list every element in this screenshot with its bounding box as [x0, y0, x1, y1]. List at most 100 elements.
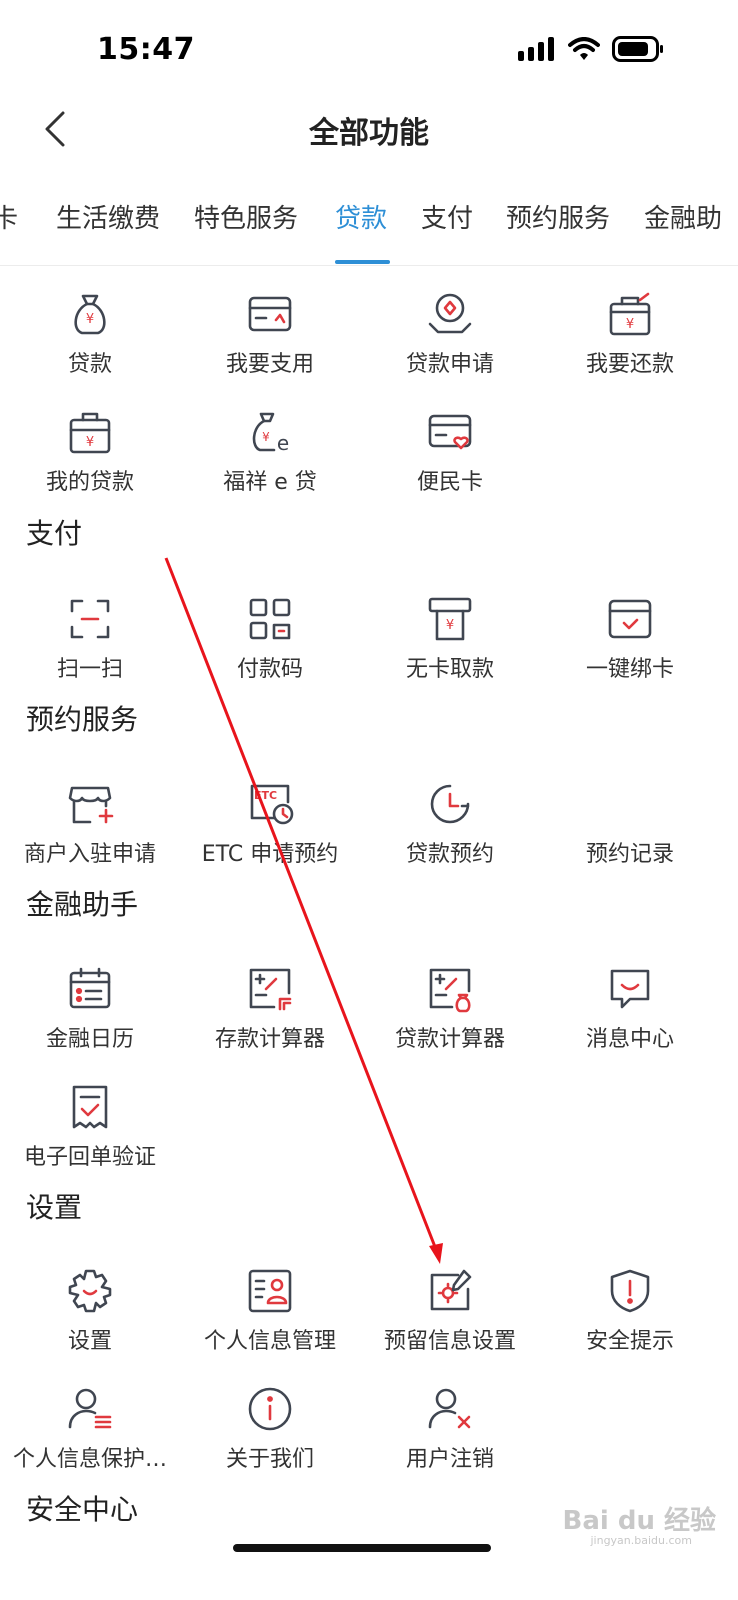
- card-heart-icon: [428, 414, 472, 450]
- item-label: 贷款申请: [405, 352, 494, 377]
- item-personal-info-protection[interactable]: 个人信息保护…: [0, 1385, 180, 1495]
- user-list-icon: [68, 1388, 112, 1429]
- item-cardless-withdrawal[interactable]: ¥ 无卡取款: [360, 595, 540, 705]
- item-message-center[interactable]: 消息中心: [540, 965, 720, 1075]
- item-settings[interactable]: 设置: [0, 1267, 180, 1377]
- item-loan-reservation[interactable]: 贷款预约: [360, 780, 540, 890]
- item-label: 设置: [67, 1329, 112, 1354]
- nav-bar: 全部功能: [0, 96, 738, 162]
- item-label: 关于我们: [225, 1447, 314, 1472]
- user-remove-icon: [428, 1388, 471, 1429]
- item-reserved-info-settings[interactable]: 预留信息设置: [360, 1267, 540, 1377]
- item-my-loans[interactable]: ¥ 我的贷款: [0, 408, 180, 518]
- item-about-us[interactable]: 关于我们: [180, 1385, 360, 1495]
- item-loan[interactable]: ¥ 贷款: [0, 290, 180, 400]
- active-tab-indicator: [335, 260, 390, 264]
- status-time: 15:47: [97, 32, 195, 67]
- home-indicator: [233, 1544, 491, 1552]
- atm-icon: ¥: [428, 597, 472, 641]
- item-label: 一键绑卡: [585, 657, 674, 682]
- item-deposit-calculator[interactable]: 存款计算器: [180, 965, 360, 1075]
- item-withdraw-loan[interactable]: 我要支用: [180, 290, 360, 400]
- money-bag-e-icon: ¥ e: [252, 412, 289, 455]
- tab-finance-assistant[interactable]: 金融助: [644, 204, 723, 234]
- item-reservation-records[interactable]: 预约记录: [540, 780, 720, 890]
- item-merchant-apply[interactable]: 商户入驻申请: [0, 780, 180, 890]
- briefcase-icon: ¥: [69, 412, 111, 454]
- item-loan-calculator[interactable]: 贷款计算器: [360, 965, 540, 1075]
- item-label: 商户入驻申请: [23, 842, 156, 867]
- item-label: 用户注销: [405, 1447, 494, 1472]
- svg-text:¥: ¥: [262, 430, 270, 444]
- svg-text:¥: ¥: [86, 312, 94, 327]
- gear-icon: [68, 1269, 112, 1313]
- calendar-icon: [69, 967, 111, 1009]
- svg-text:¥: ¥: [626, 317, 634, 332]
- item-label: 个人信息保护…: [12, 1447, 167, 1472]
- tab-special-services[interactable]: 特色服务: [194, 204, 299, 234]
- chat-bubble-icon: [610, 969, 650, 1009]
- item-security-tips[interactable]: 安全提示: [540, 1267, 720, 1377]
- tab-reservation[interactable]: 预约服务: [506, 204, 611, 234]
- screen-gear-icon: [430, 1269, 472, 1311]
- item-label: ETC 申请预约: [201, 842, 339, 867]
- item-label: 预约记录: [585, 842, 674, 867]
- chevron-left-icon: [45, 111, 65, 147]
- status-icons: [518, 36, 664, 62]
- tab-living-payment[interactable]: 生活缴费: [56, 204, 161, 234]
- info-circle-icon: [248, 1387, 292, 1431]
- item-etc-reservation[interactable]: ETC ETC 申请预约: [180, 780, 360, 890]
- coin-hand-icon: [428, 293, 472, 334]
- item-label: 扫一扫: [56, 657, 123, 682]
- repay-box-icon: ¥: [609, 292, 651, 336]
- id-card-icon: [248, 1269, 292, 1313]
- item-label: 个人信息管理: [203, 1329, 336, 1354]
- item-label: 贷款: [67, 352, 112, 377]
- item-label: 存款计算器: [214, 1027, 325, 1052]
- status-bar: 15:47: [0, 0, 738, 96]
- item-loan-application[interactable]: 贷款申请: [360, 290, 540, 400]
- tab-loan[interactable]: 贷款: [335, 204, 388, 234]
- calculator-bag-icon: [429, 968, 471, 1013]
- scan-icon: [70, 599, 110, 639]
- item-label: 我要支用: [225, 352, 314, 377]
- item-convenience-card[interactable]: 便民卡: [360, 408, 540, 518]
- clock-icon: [430, 784, 470, 824]
- item-e-receipt-verify[interactable]: 电子回单验证: [0, 1083, 180, 1193]
- section-title-security: 安全中心: [26, 1493, 139, 1526]
- card-check-icon: [608, 599, 652, 639]
- item-repay[interactable]: ¥ 我要还款: [540, 290, 720, 400]
- calculator-icon: [249, 968, 292, 1011]
- item-scan[interactable]: 扫一扫: [0, 595, 180, 705]
- back-button[interactable]: [30, 104, 80, 154]
- item-label: 付款码: [236, 657, 303, 682]
- item-label: 便民卡: [416, 470, 483, 495]
- shield-alert-icon: [610, 1269, 650, 1313]
- item-label: 贷款计算器: [394, 1027, 505, 1052]
- svg-text:ETC: ETC: [254, 789, 277, 802]
- battery-icon: [612, 36, 663, 62]
- item-one-click-bind-card[interactable]: 一键绑卡: [540, 595, 720, 705]
- section-title-settings: 设置: [26, 1191, 83, 1224]
- qr-code-icon: [249, 598, 291, 640]
- money-bag-icon: ¥: [74, 294, 106, 335]
- item-label: 无卡取款: [405, 657, 494, 682]
- item-label: 电子回单验证: [23, 1145, 156, 1170]
- category-tabs: 卡 生活缴费 特色服务 贷款 支付 预约服务 金融助: [0, 168, 738, 266]
- section-title-reserve: 预约服务: [26, 703, 139, 736]
- tab-card[interactable]: 卡: [0, 198, 18, 235]
- baidu-watermark: Bai du 经验: [562, 1506, 717, 1536]
- item-personal-info-manage[interactable]: 个人信息管理: [180, 1267, 360, 1377]
- item-label: 消息中心: [585, 1027, 674, 1052]
- wifi-icon: [568, 37, 600, 60]
- item-label: 福祥 e 贷: [223, 470, 317, 495]
- svg-text:¥: ¥: [86, 435, 94, 450]
- item-user-deregister[interactable]: 用户注销: [360, 1385, 540, 1495]
- item-fuxiang-eloan[interactable]: ¥ e 福祥 e 贷: [180, 408, 360, 518]
- item-label: 我的贷款: [45, 470, 134, 495]
- card-withdraw-icon: [248, 296, 292, 332]
- tab-payment[interactable]: 支付: [421, 204, 474, 234]
- receipt-icon: [72, 1085, 108, 1129]
- item-finance-calendar[interactable]: 金融日历: [0, 965, 180, 1075]
- item-payment-code[interactable]: 付款码: [180, 595, 360, 705]
